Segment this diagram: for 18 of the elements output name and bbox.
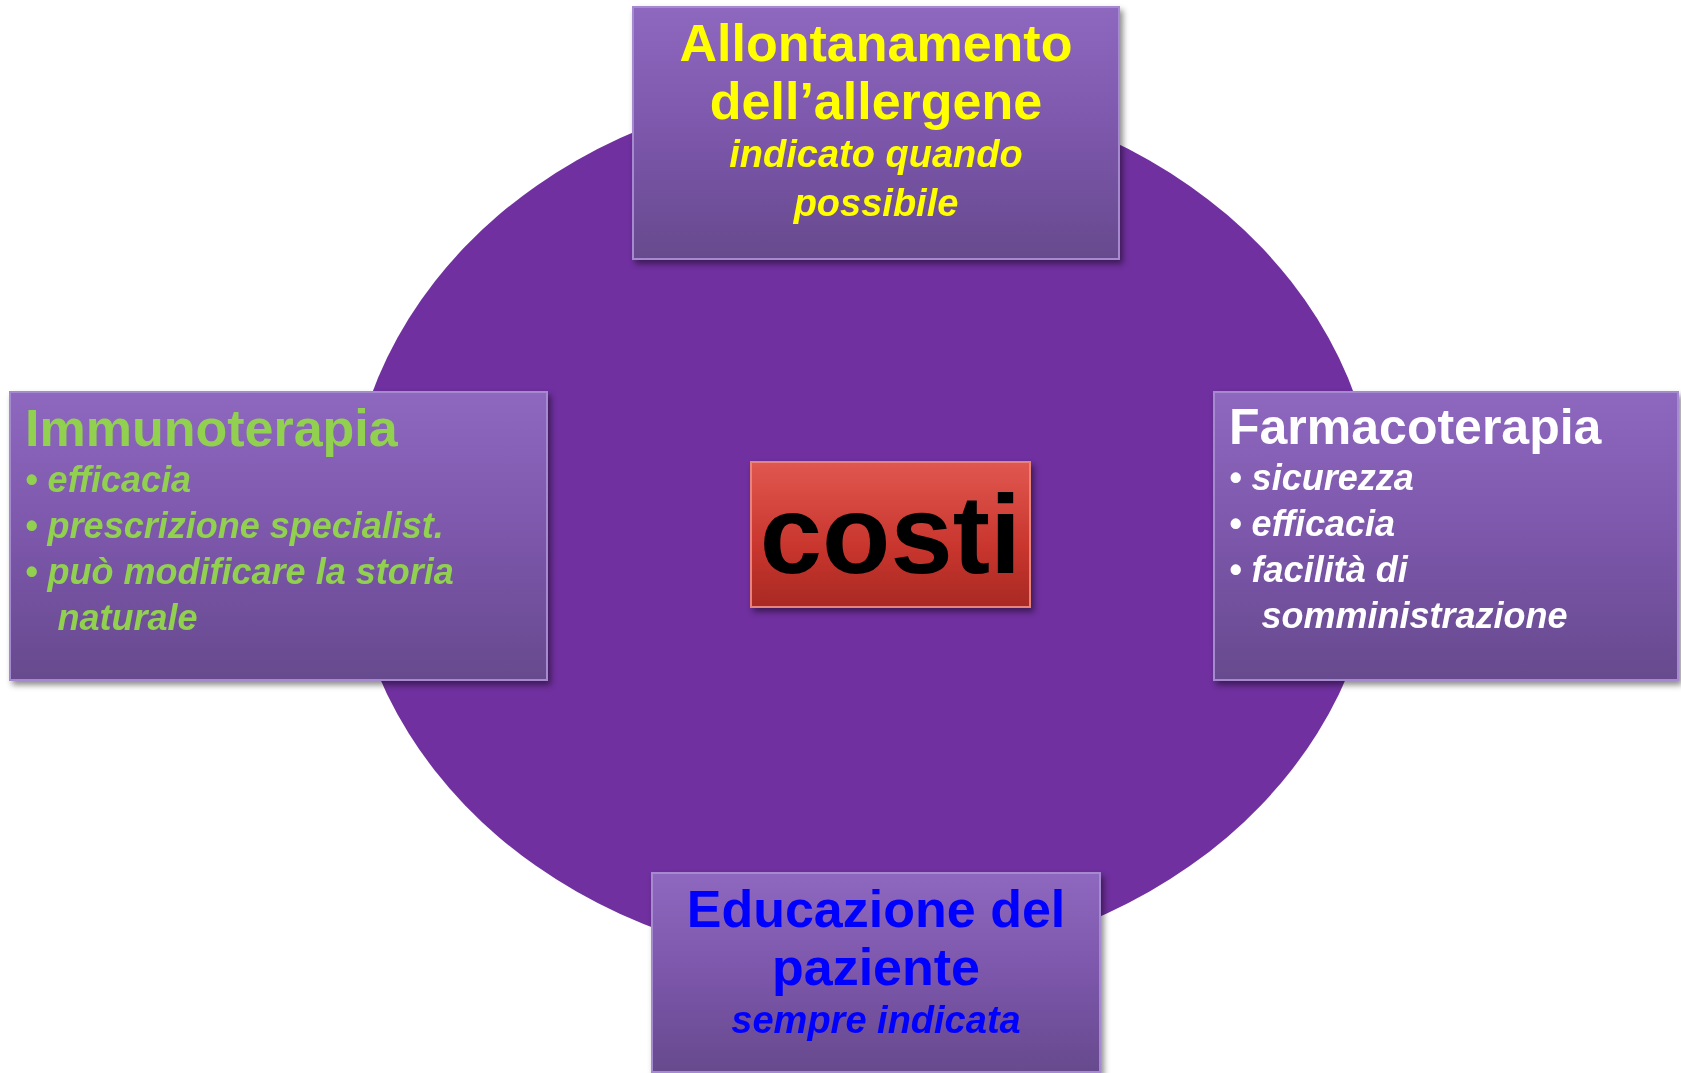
box-heading: Allontanamento dell’allergene: [678, 14, 1074, 131]
category-box: [651, 872, 1101, 1073]
center-box: [750, 461, 1031, 608]
category-box: [632, 6, 1120, 260]
bullet-item: • efficacia: [25, 458, 193, 503]
bullet-item: • può modificare la storia naturale: [25, 550, 455, 641]
category-box: [9, 391, 548, 681]
box-note: sempre indicata: [730, 998, 1022, 1044]
box-heading: Immunoterapia: [25, 399, 399, 458]
bullet-item: • efficacia: [1229, 502, 1397, 547]
bullet-item: • prescrizione specialist.: [25, 504, 445, 549]
bullet-item: • facilità di somministrazione: [1229, 548, 1569, 639]
box-heading: Farmacoterapia: [1229, 399, 1603, 455]
box-heading: Educazione del paziente: [685, 880, 1067, 997]
category-box: [1213, 391, 1679, 681]
box-note: indicato quando possibile: [728, 132, 1024, 227]
bullet-item: • sicurezza: [1229, 456, 1415, 500]
center-label: costi: [759, 478, 1022, 591]
